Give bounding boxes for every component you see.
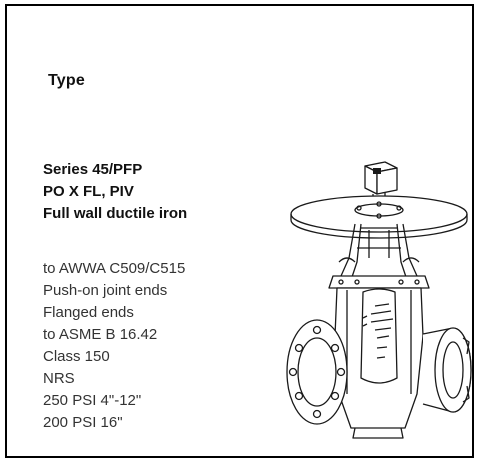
series-block: Series 45/PFP PO X FL, PIV Full wall duc… [43, 159, 187, 225]
product-card: Type Series 45/PFP PO X FL, PIV Full wal… [5, 4, 474, 458]
spec-item: 200 PSI 16" [43, 414, 123, 431]
spec-item: Class 150 [43, 348, 110, 365]
spec-item: Flanged ends [43, 304, 134, 321]
type-heading: Type [48, 72, 85, 89]
spec-item: to ASME B 16.42 [43, 326, 158, 343]
series-name: Series 45/PFP [43, 161, 143, 178]
spec-item: 250 PSI 4"-12" [43, 392, 142, 409]
gate-valve-icon [286, 161, 472, 439]
connection-type: PO X FL, PIV [43, 183, 134, 200]
spec-list: to AWWA C509/C515 Push-on joint ends Fla… [43, 258, 185, 434]
spec-item: Push-on joint ends [43, 282, 168, 299]
spec-item: to AWWA C509/C515 [43, 260, 186, 277]
spec-item: NRS [43, 370, 75, 387]
material-description: Full wall ductile iron [43, 205, 188, 222]
